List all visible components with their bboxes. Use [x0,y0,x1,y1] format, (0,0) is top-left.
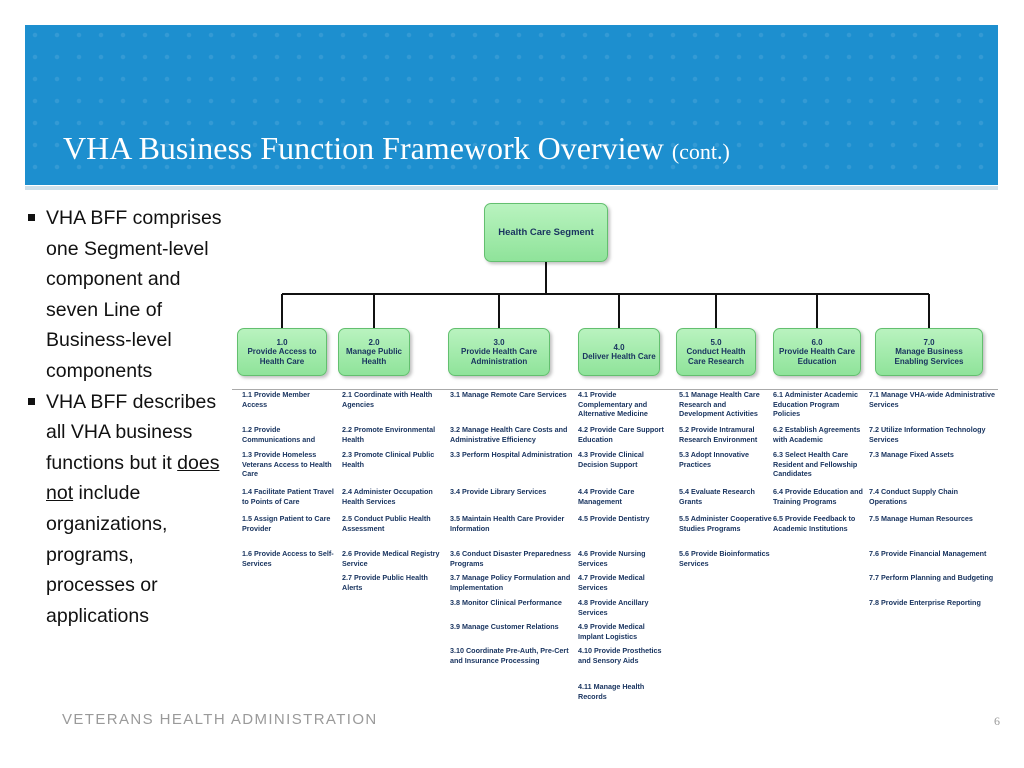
function-item: 4.7 Provide Medical Services [578,573,645,592]
lob-number: 6.0 [811,337,823,347]
function-item: 7.2 Utilize Information Technology Servi… [869,425,986,444]
function-item: 7.3 Manage Fixed Assets [869,450,954,459]
function-item: 2.2 Promote Environmental Health [342,425,436,444]
function-item: 5.6 Provide Bioinformatics Services [679,549,770,568]
function-item: 1.3 Provide Homeless Veterans Access to … [242,450,332,478]
function-item: 5.1 Manage Health Care Research and Deve… [679,390,760,418]
function-item: 3.4 Provide Library Services [450,487,547,496]
bullet-item: VHA BFF comprises one Segment-level comp… [26,203,226,387]
function-item: 4.1 Provide Complementary and Alternativ… [578,390,648,418]
function-item: 3.5 Maintain Health Care Provider Inform… [450,514,565,533]
function-item: 7.5 Manage Human Resources [869,514,973,523]
function-item: 3.6 Conduct Disaster Preparedness Progra… [450,549,572,568]
function-item: 6.1 Administer Academic Education Progra… [773,390,858,418]
function-item: 3.8 Monitor Clinical Performance [450,598,562,607]
square-bullet-icon [28,397,35,405]
lob-number: 5.0 [710,337,722,347]
slide-title-main: VHA Business Function Framework Overview [63,130,664,166]
function-item: 1.5 Assign Patient to Care Provider [242,514,331,533]
function-item: 7.7 Perform Planning and Budgeting [869,573,994,582]
function-item: 3.1 Manage Remote Care Services [450,390,567,399]
function-item: 2.6 Provide Medical Registry Service [342,549,440,568]
function-item: 4.2 Provide Care Support Education [578,425,664,444]
page-number: 6 [994,714,1000,728]
lob-name: Manage Public Health [345,347,402,366]
lob-number: 1.0 [276,337,288,347]
function-item: 3.3 Perform Hospital Administration [450,450,573,459]
function-item: 6.5 Provide Feedback to Academic Institu… [773,514,856,533]
title-banner: VHA Business Function Framework Overview… [25,25,998,185]
function-item: 6.3 Select Health Care Resident and Fell… [773,450,858,478]
function-item: 2.3 Promote Clinical Public Health [342,450,435,469]
function-item: 4.6 Provide Nursing Services [578,549,646,568]
bullet-text: VHA BFF comprises one Segment-level comp… [46,207,222,382]
function-item: 3.7 Manage Policy Formulation and Implem… [450,573,571,592]
function-item: 4.9 Provide Medical Implant Logistics [578,622,645,641]
lob-name: Manage Business Enabling Services [894,347,964,366]
bullet-text: include organizations, programs, process… [46,482,168,627]
function-item: 1.2 Provide Communications and [242,425,316,444]
function-item: 6.4 Provide Education and Training Progr… [773,487,863,506]
slide-title: VHA Business Function Framework Overview… [63,130,730,167]
function-item: 1.6 Provide Access to Self-Services [242,549,334,568]
function-item: 4.11 Manage Health Records [578,682,645,701]
function-item: 1.4 Facilitate Patient Travel to Points … [242,487,334,506]
function-item: 7.1 Manage VHA-wide Administrative Servi… [869,390,995,409]
function-item: 6.2 Establish Agreements with Academic [773,425,861,444]
function-item: 4.3 Provide Clinical Decision Support [578,450,644,469]
lob-name: Provide Health Care Administration [460,347,538,366]
lob-name: Provide Access to Health Care [247,347,317,366]
bullet-text: VHA BFF describes all VHA business funct… [46,390,217,474]
lob-name: Deliver Health Care [582,352,656,361]
connector-lines [281,262,930,328]
function-item: 5.5 Administer Cooperative Studies Progr… [679,514,772,533]
function-item: 4.5 Provide Dentistry [578,514,650,523]
lob-name: Conduct Health Care Research [686,347,746,366]
functions-divider [232,389,998,390]
function-item: 4.8 Provide Ancillary Services [578,598,649,617]
bullet-item: VHA BFF describes all VHA business funct… [26,387,226,632]
function-item: 4.10 Provide Prosthetics and Sensory Aid… [578,646,662,665]
segment-box: Health Care Segment [484,203,608,262]
lob-number: 3.0 [493,337,505,347]
function-item: 2.5 Conduct Public Health Assessment [342,514,431,533]
lob-number: 7.0 [923,337,935,347]
banner-pattern [25,25,998,185]
footer-text: VETERANS HEALTH ADMINISTRATION [62,711,378,728]
function-item: 2.4 Administer Occupation Health Service… [342,487,433,506]
function-item: 2.1 Coordinate with Health Agencies [342,390,433,409]
function-item: 3.9 Manage Customer Relations [450,622,559,631]
function-item: 3.10 Coordinate Pre-Auth, Pre-Cert and I… [450,646,569,665]
bullet-list: VHA BFF comprises one Segment-level comp… [26,203,226,631]
function-item: 4.4 Provide Care Management [578,487,635,506]
segment-label: Health Care Segment [498,226,594,238]
slide-title-suffix: (cont.) [671,139,730,164]
square-bullet-icon [28,214,35,221]
function-item: 1.1 Provide Member Access [242,390,310,409]
function-item: 3.2 Manage Health Care Costs and Adminis… [450,425,568,444]
function-item: 7.4 Conduct Supply Chain Operations [869,487,959,506]
banner-underline [25,186,998,190]
function-item: 7.8 Provide Enterprise Reporting [869,598,981,607]
function-item: 5.3 Adopt Innovative Practices [679,450,750,469]
function-item: 5.4 Evaluate Research Grants [679,487,755,506]
function-item: 2.7 Provide Public Health Alerts [342,573,428,592]
function-item: 7.6 Provide Financial Management [869,549,987,558]
bullet-underlined-text: does not [46,451,220,505]
lob-number: 2.0 [368,337,380,347]
lob-number: 4.0 [613,342,625,352]
function-item: 5.2 Provide Intramural Research Environm… [679,425,758,444]
lob-name: Provide Health Care Education [778,347,856,366]
